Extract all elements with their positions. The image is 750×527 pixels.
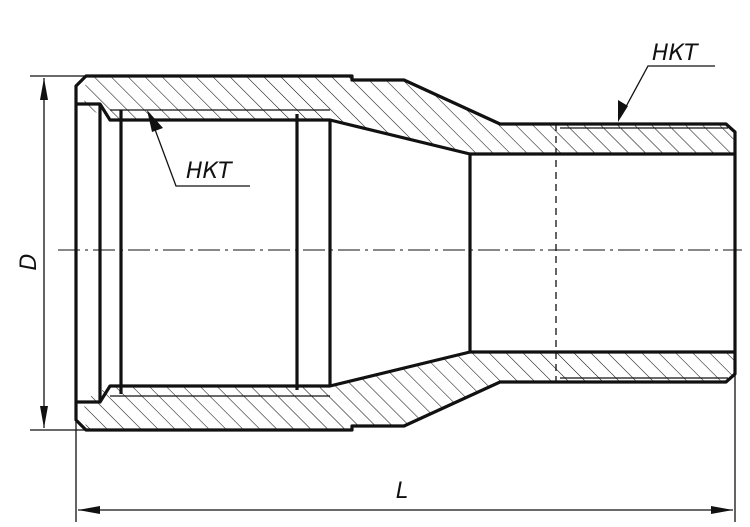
thread-leader-left — [149, 115, 250, 187]
inner-bore-lower — [76, 350, 735, 404]
diameter-arrow-bottom — [40, 406, 48, 428]
length-arrow-right — [711, 506, 733, 514]
diameter-arrow-top — [40, 78, 48, 100]
thread-leader-left-arrow — [147, 110, 163, 132]
thread-label-right: НКТ — [652, 41, 699, 66]
length-label: L — [396, 479, 408, 504]
outer-contour — [74, 74, 737, 432]
thread-leader-right-arrow — [618, 100, 628, 122]
thread-label-left: НКТ — [186, 159, 233, 184]
diameter-label: D — [17, 254, 42, 271]
inner-bore-upper — [76, 102, 735, 156]
length-arrow-left — [78, 506, 100, 514]
upper-wall-section — [84, 76, 735, 154]
lower-wall-section — [84, 352, 735, 430]
thread-leader-right — [621, 65, 715, 115]
